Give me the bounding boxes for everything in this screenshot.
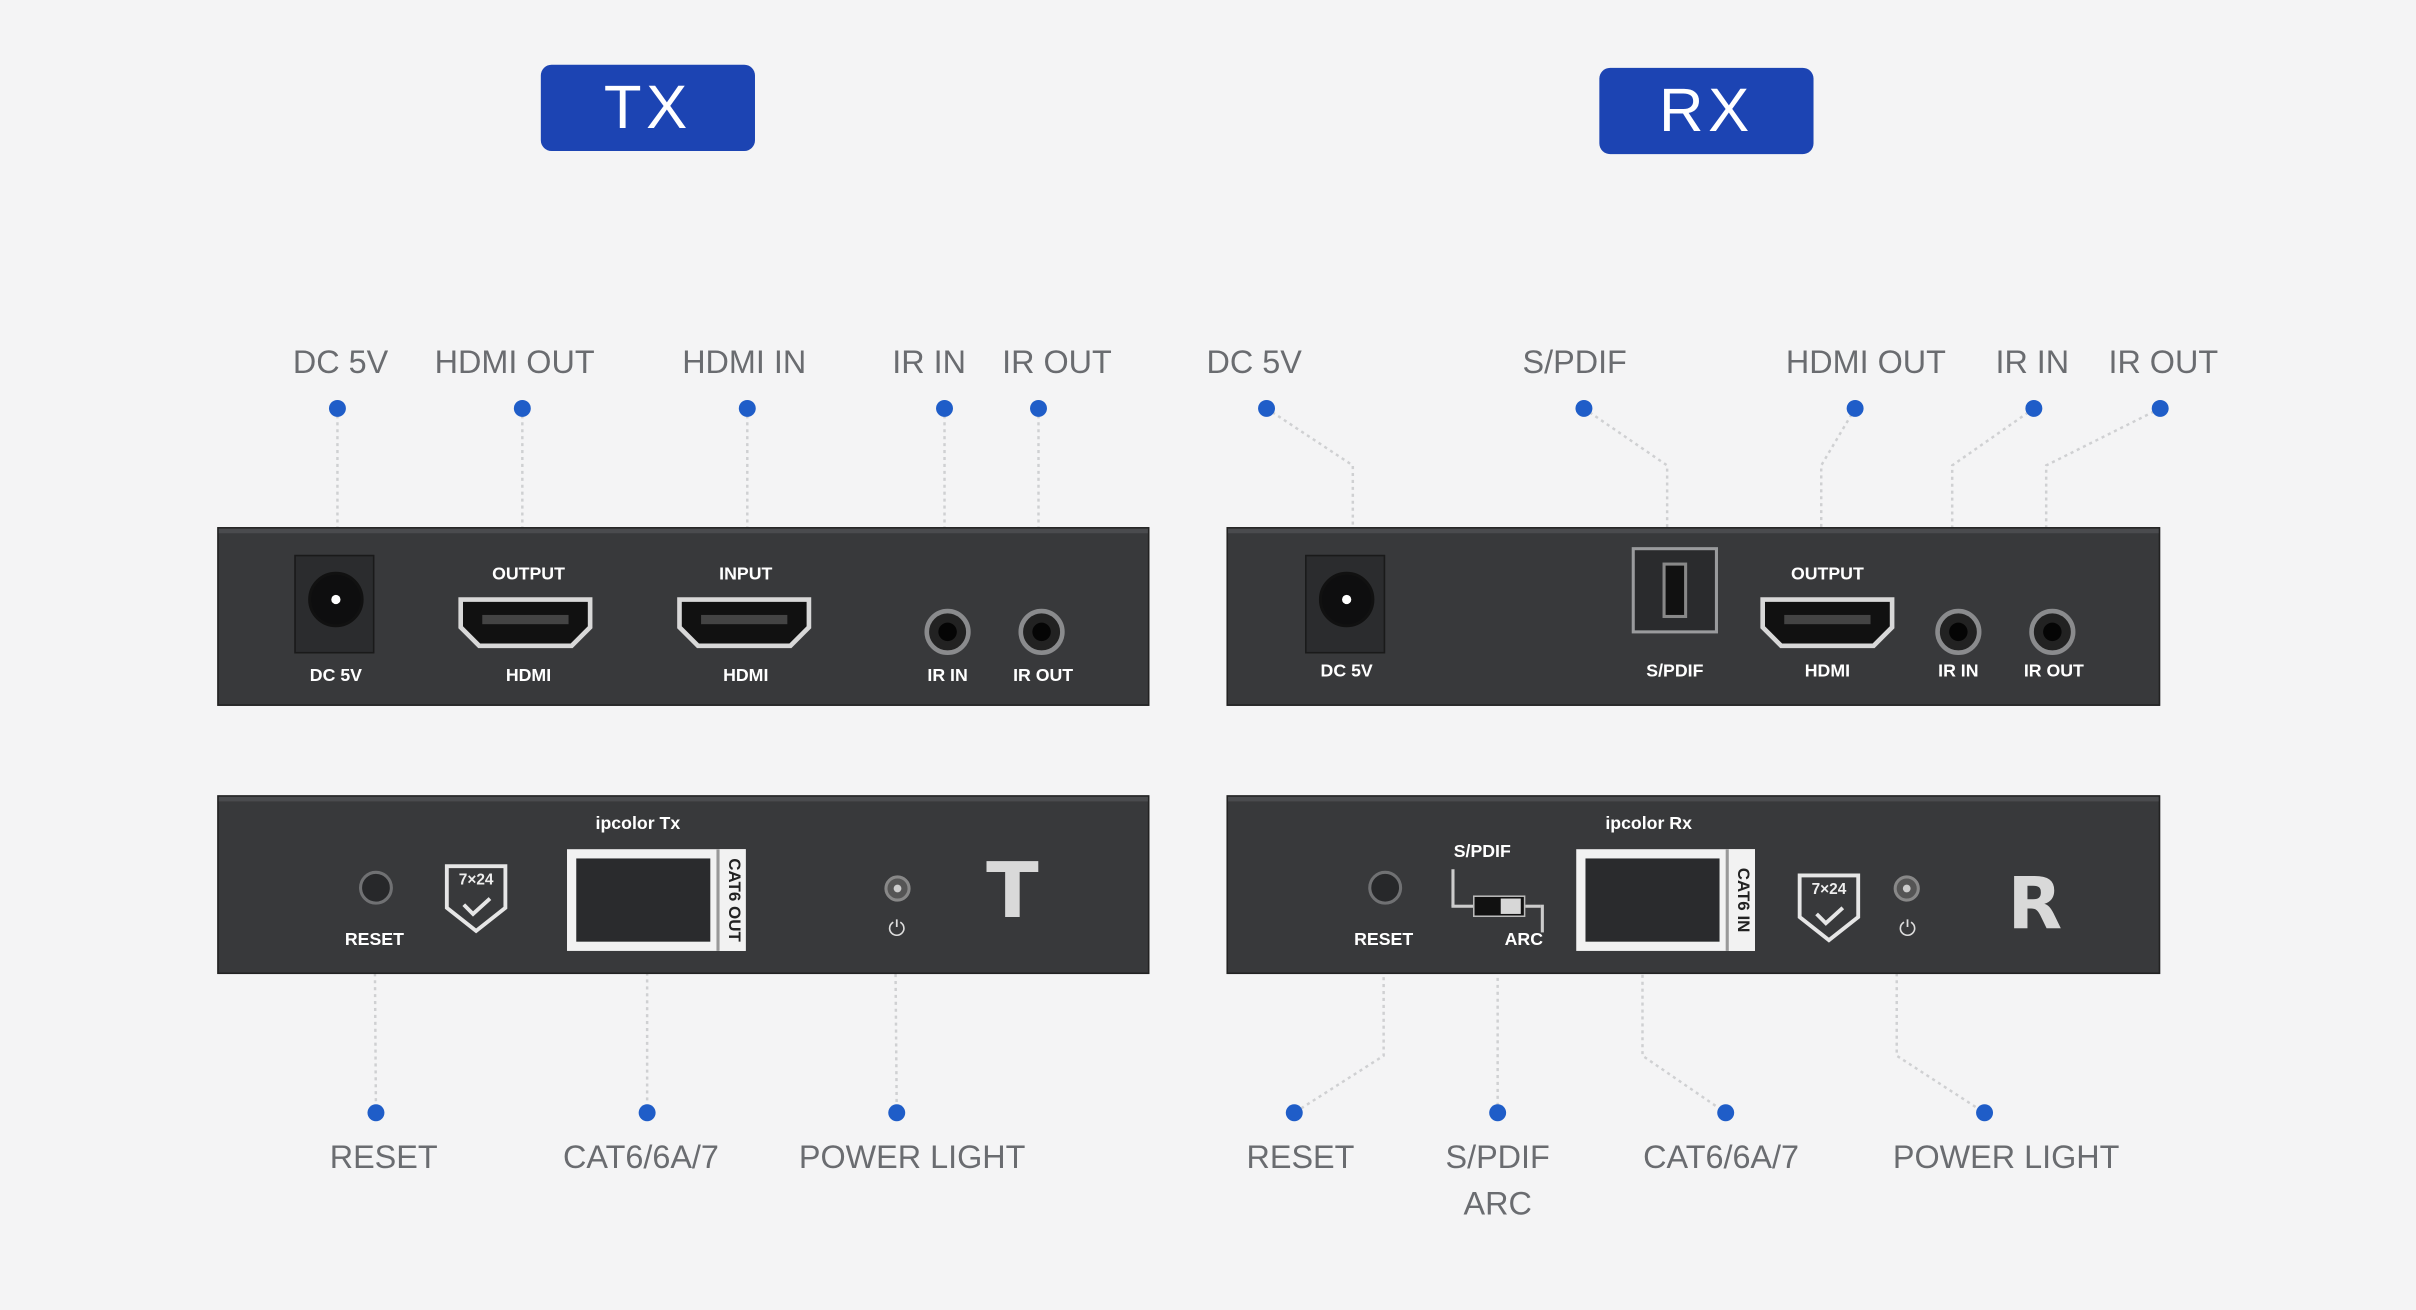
tx-callout-ir-out: IR OUT: [1002, 345, 1112, 381]
rx-back-panel: RESET S/PDIF ARC ipcolor Rx CAT6 IN 7×24…: [1226, 795, 2161, 975]
tx-dot-hdmi-in: [738, 399, 756, 417]
rx-switch-bracket-right: [1525, 904, 1541, 908]
tx-back-label-reset: RESET: [344, 930, 404, 950]
tx-callout-hdmi-in: HDMI IN: [682, 345, 807, 381]
rx-front-panel: DC 5V S/PDIF OUTPUT HDMI IR IN IR OUT: [1226, 527, 2161, 706]
tx-front-label-irout: IR OUT: [1013, 667, 1074, 686]
tx-front-label-irin: IR IN: [927, 667, 968, 686]
rx-back-label-spdif: S/PDIF: [1453, 843, 1511, 862]
rx-callout-spdif: S/PDIF: [1445, 1140, 1550, 1176]
tx-back-panel: RESET 7×24 ipcolor Tx CAT6 OUT ⏻ T: [217, 795, 1150, 975]
power-icon: ⏻: [1898, 915, 1917, 941]
rx-back-label-cat: CAT6 IN: [1732, 867, 1752, 933]
rx-callout-ir-out: IR OUT: [2108, 345, 2219, 381]
tx-hdmi-out-port: [458, 596, 594, 649]
rx-switch-bracket-left: [1451, 869, 1455, 907]
tx-dot-reset: [367, 1104, 385, 1122]
tx-shield-icon: 7×24: [442, 862, 510, 936]
tx-ir-in-jack: [924, 608, 971, 656]
rx-front-label-output: OUTPUT: [1790, 565, 1864, 585]
rx-back-label-reset: RESET: [1354, 930, 1414, 950]
tx-dot-ir-in: [936, 399, 953, 417]
rx-ir-in-jack: [1935, 608, 1982, 656]
tx-callout-cat: CAT6/6A/7: [563, 1140, 719, 1176]
rx-front-label-dc: DC 5V: [1320, 662, 1373, 682]
tx-callout-hdmi-out: HDMI OUT: [434, 345, 595, 381]
rx-dot-hdmi-out: [1846, 399, 1864, 417]
rx-reset-button: [1368, 870, 1403, 905]
rx-dot-cat: [1717, 1104, 1735, 1122]
rx-dc-jack: [1305, 554, 1386, 654]
rx-ir-out-jack: [2029, 608, 2076, 656]
rx-front-label-hdmi: HDMI: [1804, 662, 1851, 682]
tx-callout-dc5v: DC 5V: [292, 345, 389, 381]
rx-callout-dc5v: DC 5V: [1206, 345, 1302, 381]
tx-rj45-port: CAT6 OUT: [567, 849, 746, 951]
rx-callout-spdif: S/PDIF: [1522, 345, 1627, 381]
rx-dot-reset: [1285, 1104, 1303, 1122]
rx-dot-spdif: [1575, 399, 1593, 417]
tx-front-label-dc: DC 5V: [309, 667, 362, 686]
rx-back-label-arc: ARC: [1504, 930, 1544, 950]
rx-dot-power: [1976, 1104, 1994, 1122]
rx-switch-bracket-right-v: [1540, 904, 1544, 933]
tx-badge: TX: [540, 64, 755, 152]
rx-spdif-arc-switch: [1473, 895, 1526, 918]
rx-front-label-irout: IR OUT: [2023, 662, 2084, 682]
tx-hdmi-in-port: [676, 596, 812, 649]
tx-reset-button: [359, 870, 393, 905]
rx-power-led: [1893, 875, 1920, 902]
tx-front-panel: DC 5V OUTPUT HDMI INPUT HDMI IR IN IR OU…: [217, 527, 1150, 706]
tx-back-label-cat: CAT6 OUT: [723, 858, 742, 942]
tx-callout-reset: RESET: [329, 1140, 438, 1176]
tx-callout-power-light: POWER LIGHT: [798, 1140, 1026, 1176]
rx-shield-icon: 7×24: [1795, 871, 1863, 945]
rx-callout-arc: ARC: [1463, 1186, 1532, 1223]
rx-front-label-irin: IR IN: [1938, 662, 1979, 682]
tx-power-led: [884, 875, 911, 902]
tx-dot-dc5v: [328, 399, 346, 417]
rx-callout-cat: CAT6/6A/7: [1643, 1140, 1800, 1176]
rx-callout-ir-in: IR IN: [1995, 345, 2070, 381]
tx-front-label-output: OUTPUT: [492, 565, 565, 585]
rx-dot-ir-out: [2151, 399, 2169, 417]
rx-callout-hdmi-out: HDMI OUT: [1785, 345, 1946, 381]
rx-dot-dc5v: [1258, 399, 1276, 417]
rx-front-label-spdif: S/PDIF: [1646, 662, 1704, 682]
tx-back-label-brand: ipcolor Tx: [595, 815, 681, 834]
tx-ir-out-jack: [1018, 608, 1065, 656]
tx-front-label-hdmi-in: HDMI: [723, 667, 769, 686]
tx-dot-cat: [638, 1104, 656, 1122]
rx-callout-power-light: POWER LIGHT: [1892, 1140, 2120, 1176]
rx-badge: RX: [1599, 67, 1814, 155]
tx-dot-hdmi-out: [513, 399, 531, 417]
rx-rj45-port: CAT6 IN: [1576, 849, 1755, 951]
rx-shield-text: 7×24: [1811, 881, 1847, 899]
rx-dot-spdif-arc: [1489, 1104, 1507, 1122]
rx-logo: R: [2007, 861, 2063, 945]
rx-callout-reset: RESET: [1246, 1140, 1355, 1176]
rx-back-label-brand: ipcolor Rx: [1605, 815, 1692, 834]
rx-spdif-port: [1631, 547, 1718, 634]
rx-dot-ir-in: [2025, 399, 2043, 417]
tx-front-label-input: INPUT: [719, 565, 773, 585]
rx-hdmi-out-port: [1760, 596, 1896, 649]
rx-switch-bracket-bottom: [1451, 904, 1474, 908]
tx-callout-ir-in: IR IN: [892, 345, 966, 381]
tx-dot-ir-out: [1030, 399, 1047, 417]
tx-logo: T: [986, 846, 1039, 936]
tx-dot-power: [888, 1104, 906, 1122]
tx-shield-text: 7×24: [458, 872, 494, 890]
tx-front-label-hdmi-out: HDMI: [505, 667, 552, 686]
tx-dc-jack: [294, 554, 375, 654]
power-icon: ⏻: [888, 915, 906, 941]
